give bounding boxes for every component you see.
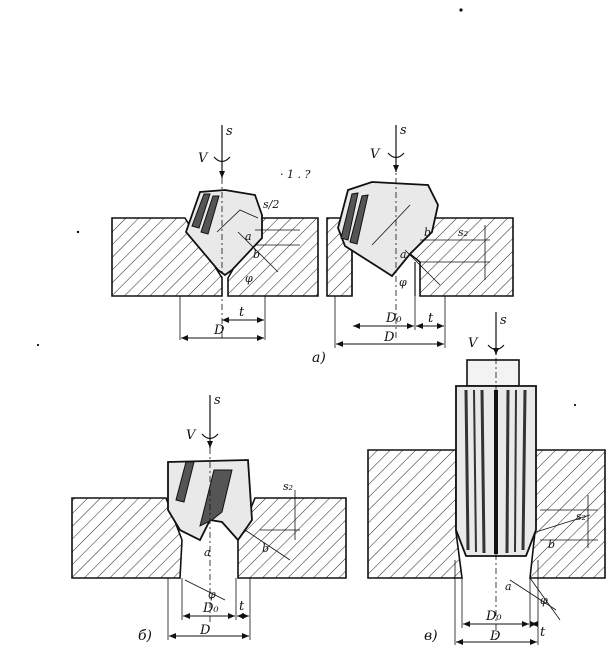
speed-label: V	[468, 336, 479, 351]
chip-width-label: b	[424, 226, 431, 239]
feed-per-tooth-label: s₂	[576, 510, 586, 523]
panel-b-core-drilling: s V s₂ b a φ D₀ t D б)	[71, 393, 347, 644]
workpiece-right-part	[227, 217, 319, 297]
drill-flute	[349, 194, 369, 245]
chip-section-line	[237, 231, 279, 273]
caption-a: а)	[312, 350, 326, 366]
angle-label: φ	[399, 276, 407, 289]
workpiece-right-part	[237, 497, 347, 579]
depth-label: t	[428, 311, 434, 326]
angle-label: φ	[245, 272, 253, 285]
diameter-label: D	[213, 323, 225, 338]
speed-label: V	[186, 428, 197, 443]
feed-per-tooth-label: s₂	[458, 226, 468, 239]
drill-cutting-edge	[371, 204, 411, 246]
chip-width-label: b	[253, 248, 260, 261]
core-diameter-label: D₀	[202, 601, 219, 616]
reamer-shank	[466, 359, 520, 387]
caption-b: б)	[138, 628, 152, 644]
chip-section-line	[404, 249, 441, 286]
chip-width-label: b	[262, 542, 269, 555]
depth-label: t	[239, 305, 245, 320]
angle-ref-line	[529, 577, 561, 621]
chip-width-label: b	[548, 538, 555, 551]
rotation-arrow	[201, 433, 219, 440]
drill-cutting-edge	[216, 209, 259, 233]
workpiece-left-part	[71, 497, 183, 579]
stray-dot	[459, 8, 463, 12]
speed-label: V	[370, 147, 381, 162]
chip-section-line	[535, 514, 591, 533]
diameter-label: D	[489, 629, 501, 644]
rotation-arrow	[387, 152, 405, 159]
chip-thickness-label: a	[400, 248, 407, 261]
core-diameter-label: D₀	[385, 311, 402, 326]
diameter-label: D	[199, 623, 211, 638]
chip-thickness-label: a	[245, 230, 252, 243]
workpiece-right-part	[529, 449, 606, 579]
feed-label: s	[500, 313, 507, 328]
speed-label: V	[198, 151, 209, 166]
stray-dot	[76, 230, 80, 234]
rotation-arrow	[487, 344, 505, 351]
panel-c-reamer: s V s₂ b a φ D₀ t D в)	[367, 312, 606, 645]
stray-dot	[573, 403, 577, 407]
chip-thickness-label: a	[505, 580, 512, 593]
caption-c: в)	[424, 628, 438, 644]
drill-flute	[191, 193, 211, 229]
workpiece-left-part	[367, 449, 463, 579]
angle-ref-line	[509, 579, 557, 611]
depth-label: t	[540, 625, 546, 640]
feed-label: s	[400, 123, 407, 138]
drill-flute	[340, 192, 359, 241]
angle-ref-line	[184, 579, 226, 601]
panel-a-left-drilling: s V s/2 a b φ t D · 1 . ?	[111, 124, 319, 341]
diameter-label: D	[383, 330, 395, 345]
stray-dot	[36, 343, 40, 347]
drill-flute	[200, 195, 220, 235]
core-diameter-label: D₀	[485, 609, 502, 624]
angle-label: φ	[208, 588, 216, 601]
chip-thickness-label: a	[204, 546, 211, 559]
depth-label: t	[239, 599, 245, 614]
feed-label: s	[214, 393, 221, 408]
rotation-arrow	[213, 156, 231, 163]
feed-label: s	[226, 124, 233, 139]
drill-flute	[175, 461, 195, 503]
chip-section-line	[244, 529, 291, 561]
angle-label: φ	[540, 594, 548, 607]
panel-a-right-reaming: s V b s₂ a φ D₀ t D а)	[312, 123, 514, 366]
feed-per-tooth-label: s₂	[283, 480, 293, 493]
half-feed-label: s/2	[263, 198, 279, 211]
pencil-mark: · 1 . ?	[280, 168, 310, 181]
